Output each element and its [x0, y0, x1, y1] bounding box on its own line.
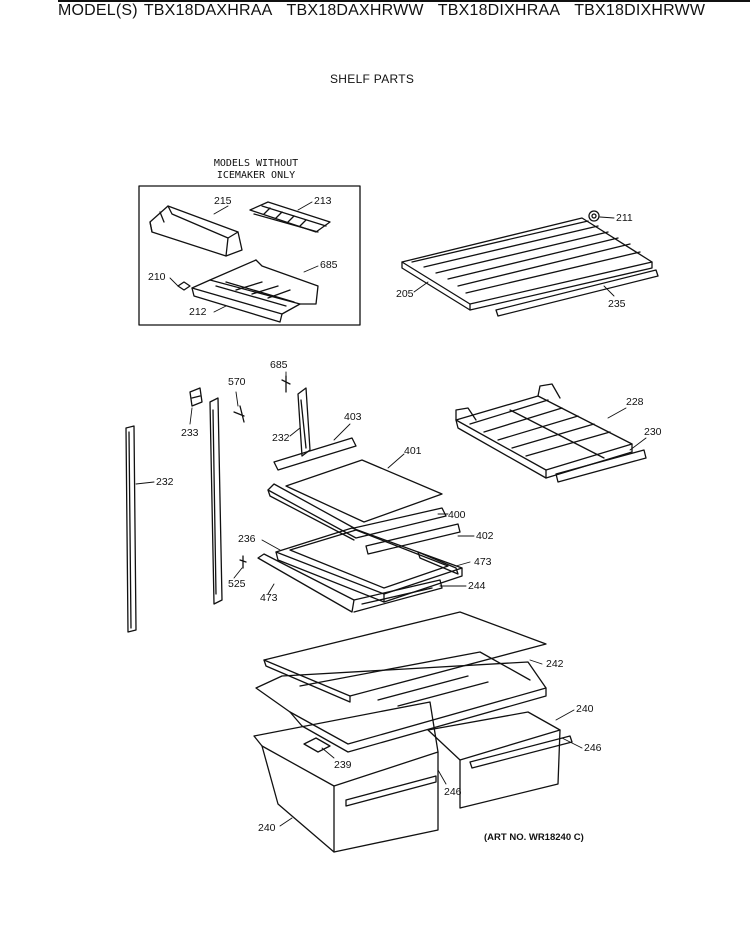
model-number: TBX18DAXHRAA [143, 2, 273, 19]
part-label: 403 [344, 411, 362, 423]
model-header: MODEL(S) TBX18DAXHRAA TBX18DAXHRWW TBX18DIX… [58, 2, 719, 20]
part-label: 210 [148, 271, 166, 283]
crisper-frame-242 [256, 652, 546, 752]
screw-210 [178, 282, 190, 290]
trim-230 [556, 450, 646, 482]
part-label: 246 [584, 742, 602, 754]
ice-tray-213 [250, 202, 330, 232]
ice-bin-215 [150, 206, 242, 256]
part-label: 401 [404, 445, 422, 457]
part-label: 240 [258, 822, 276, 834]
part-label: 232 [272, 432, 290, 444]
part-label: 570 [228, 376, 246, 388]
rail-232-left [126, 426, 136, 632]
part-label: 685 [270, 359, 288, 371]
shelf-228 [456, 384, 632, 478]
part-label: 212 [189, 306, 207, 318]
part-label: 236 [238, 533, 256, 545]
bracket-233 [190, 388, 202, 406]
wire-shelf-205 [402, 218, 652, 310]
art-number: (ART NO. WR18240 C) [484, 832, 584, 843]
part-label: 230 [644, 426, 662, 438]
bumper-211 [589, 211, 599, 221]
drawer-240-right [428, 712, 572, 808]
models-prefix: MODEL(S) [58, 2, 138, 19]
part-label: 213 [314, 195, 332, 207]
trim-235 [496, 270, 658, 316]
clip-239 [304, 738, 330, 752]
section-title: SHELF PARTS [330, 72, 415, 86]
part-label: 215 [214, 195, 232, 207]
part-label: 240 [576, 703, 594, 715]
inset-box [139, 186, 360, 325]
slide-473-right [418, 552, 458, 574]
part-label: 232 [156, 476, 174, 488]
shelf-frame-400 [268, 484, 446, 540]
part-label: 402 [476, 530, 494, 542]
part-label: 239 [334, 759, 352, 771]
part-label: 228 [626, 396, 644, 408]
drawer-240-left [254, 702, 438, 852]
model-number: TBX18DAXHRWW [286, 2, 424, 19]
part-label: 473 [260, 592, 278, 604]
part-label: 244 [468, 580, 486, 592]
crisper-cover-236 [276, 528, 462, 602]
screw-525 [240, 556, 246, 568]
part-label: 400 [448, 509, 466, 521]
frame-244 [258, 554, 442, 612]
leader-lines [136, 202, 646, 826]
ice-shelf-212 [192, 260, 318, 322]
inset-note-line: MODELS WITHOUT [213, 158, 299, 169]
screw-685 [282, 376, 290, 392]
part-label: 246 [444, 786, 462, 798]
glass-shelf-401 [286, 460, 442, 522]
model-number: TBX18DIXHRWW [574, 2, 706, 19]
part-label: 242 [546, 658, 564, 670]
inset-note-line: ICEMAKER ONLY [216, 170, 296, 181]
model-number: TBX18DIXHRAA [437, 2, 561, 19]
part-label: 685 [320, 259, 338, 271]
inset-note: MODELS WITHOUT ICEMAKER ONLY [196, 158, 316, 182]
screw-570 [234, 406, 244, 422]
part-label: 233 [181, 427, 199, 439]
rail-ladder [210, 398, 222, 604]
trim-403 [274, 438, 356, 470]
rail-232-right [298, 388, 310, 456]
part-label: 205 [396, 288, 414, 300]
crisper-glass-242 [264, 612, 546, 702]
part-label: 525 [228, 578, 246, 590]
trim-402 [366, 524, 460, 554]
part-label: 473 [474, 556, 492, 568]
header-rule [58, 0, 750, 2]
part-label: 235 [608, 298, 626, 310]
part-label: 211 [616, 212, 633, 224]
